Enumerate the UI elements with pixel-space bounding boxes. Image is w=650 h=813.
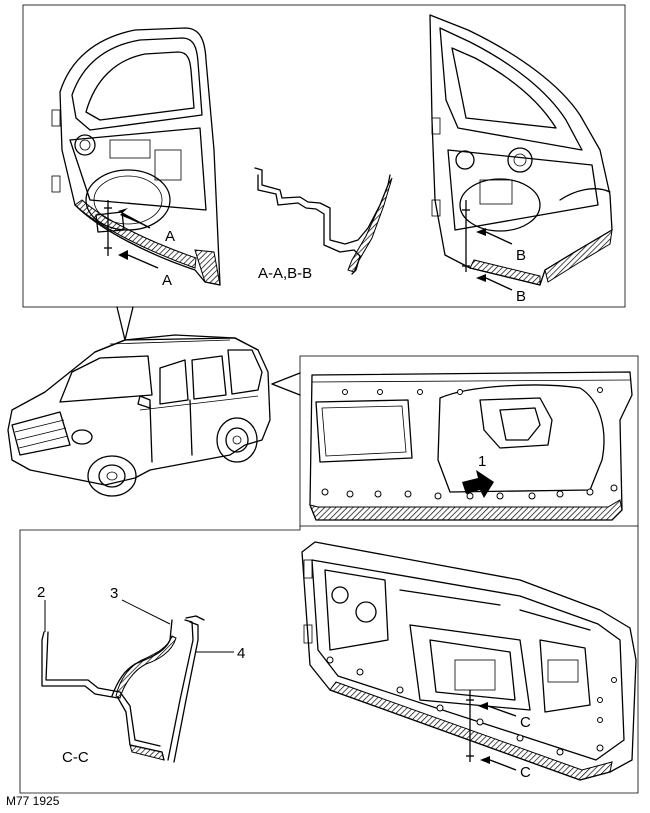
marker-c-upper: C — [520, 714, 531, 731]
section-label-c: C-C — [62, 749, 89, 766]
arrow-b-lower — [476, 274, 486, 282]
arrow-c-upper — [478, 702, 488, 710]
vehicle-drawing — [7, 334, 271, 497]
section-profile-c: 2 3 4 C-C — [37, 584, 245, 766]
marker-a-lower: A — [162, 272, 172, 289]
arrow-b-upper — [476, 228, 486, 236]
arrow-c-lower — [480, 756, 490, 764]
middle-panel: 1 — [271, 355, 639, 527]
left-door-drawing: A A — [51, 27, 221, 289]
marker-b-upper: B — [516, 247, 526, 264]
right-door-drawing: B B — [429, 14, 613, 305]
section-profile-a-b: A-A,B-B — [254, 167, 393, 282]
reference-code: M77 1925 — [6, 794, 60, 808]
bottom-panel-frame — [19, 526, 639, 794]
front-door-drawing: C C — [301, 541, 637, 781]
arrow-a-lower — [118, 250, 128, 260]
marker-a-upper: A — [165, 228, 175, 245]
top-panel: A A A-A,B-B — [22, 4, 626, 341]
middle-panel-frame — [299, 355, 639, 527]
callout-3: 3 — [110, 585, 118, 602]
callout-1: 1 — [478, 453, 486, 470]
callout-4: 4 — [237, 645, 245, 662]
middle-panel-pointer — [271, 372, 301, 385]
section-label-a-b: A-A,B-B — [258, 265, 312, 282]
top-panel-pointer — [116, 306, 134, 341]
bottom-panel: 2 3 4 C-C — [19, 526, 639, 794]
marker-b-lower: B — [516, 288, 526, 305]
arrow-callout-1 — [462, 470, 494, 498]
callout-2: 2 — [37, 584, 45, 601]
top-panel-frame — [22, 4, 626, 308]
marker-c-lower: C — [520, 764, 531, 781]
